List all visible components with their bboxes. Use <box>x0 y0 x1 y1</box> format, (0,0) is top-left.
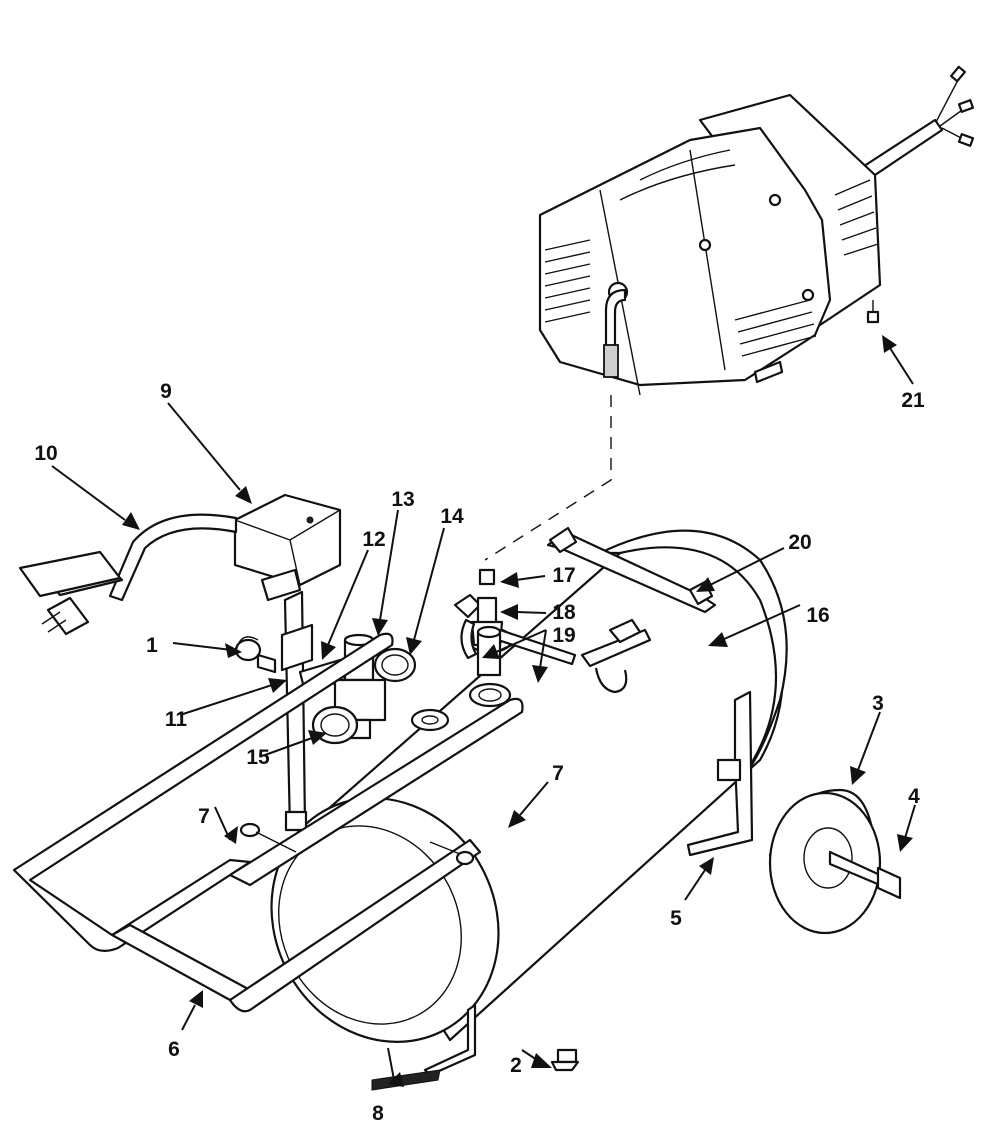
label-8 <box>371 1069 441 1091</box>
callout-6: 6 <box>168 1038 180 1061</box>
motor-pump-assembly <box>538 65 975 396</box>
callout-7-right: 7 <box>552 762 564 785</box>
fittings-19 <box>468 625 512 708</box>
callout-5: 5 <box>670 907 682 930</box>
drain-valve-2 <box>550 1048 580 1072</box>
callout-12: 12 <box>362 528 385 551</box>
callout-2: 2 <box>510 1054 522 1077</box>
axle-bolt-4 <box>828 850 902 900</box>
callout-4: 4 <box>908 785 920 808</box>
callout-10: 10 <box>34 442 57 465</box>
callout-11: 11 <box>165 708 188 731</box>
pressure-switch-9 <box>233 493 342 602</box>
callout-17: 17 <box>552 564 575 587</box>
callout-9: 9 <box>160 380 172 403</box>
callout-labels: 1 2 3 4 5 6 7 7 8 9 10 11 12 13 14 15 16… <box>34 380 925 1125</box>
gauge-14 <box>373 647 417 683</box>
assembly-line-pump-to-tank <box>484 395 612 561</box>
bolt-7-left <box>239 822 297 853</box>
callout-20: 20 <box>788 531 811 554</box>
callout-21: 21 <box>901 389 925 412</box>
callout-16: 16 <box>806 604 829 627</box>
callout-18: 18 <box>552 601 576 624</box>
handle-20 <box>546 526 717 614</box>
power-cord-10 <box>18 513 238 636</box>
callout-19: 19 <box>552 624 575 647</box>
safety-valve-1 <box>234 636 277 674</box>
callout-1: 1 <box>146 634 158 657</box>
callout-8: 8 <box>372 1102 384 1125</box>
bolt-7-right <box>429 841 475 866</box>
callout-7-left: 7 <box>198 805 210 828</box>
leader-lines <box>51 335 916 1087</box>
screw-21 <box>866 300 880 324</box>
frame-6 <box>12 632 524 1013</box>
callout-13: 13 <box>391 488 414 511</box>
callout-3: 3 <box>872 692 884 715</box>
wheel-3 <box>768 788 882 935</box>
callout-15: 15 <box>246 746 270 769</box>
callout-14: 14 <box>440 505 464 528</box>
nut-5 <box>716 758 742 782</box>
bracket-assembly <box>453 593 652 694</box>
